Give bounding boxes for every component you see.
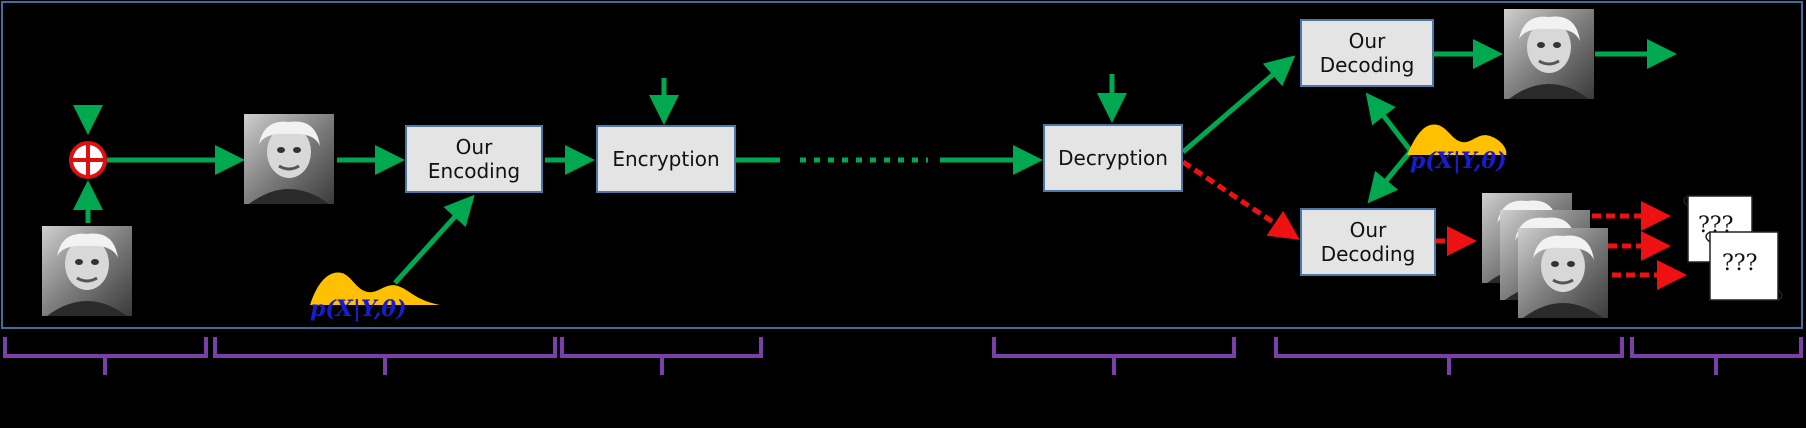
attack-to-decoding-arrow bbox=[1181, 159, 1300, 240]
prior-to-decoding-bottom-arrow bbox=[1367, 150, 1412, 204]
prior-label: p(X|Y,θ) bbox=[310, 296, 407, 322]
decryption-box-label: Decryption bbox=[1058, 146, 1168, 170]
combiner-icon bbox=[69, 141, 107, 179]
brace-1 bbox=[3, 337, 208, 375]
prior-distribution-icon bbox=[1407, 124, 1507, 155]
decryption-box: Decryption bbox=[1043, 124, 1183, 192]
encoding-box: Our Encoding bbox=[405, 125, 543, 193]
unknown-label: ??? bbox=[1722, 251, 1758, 276]
encoding-box-label: Our Encoding bbox=[427, 135, 521, 183]
prior-to-decoding-top-arrow bbox=[1365, 92, 1412, 152]
brace-6 bbox=[1630, 337, 1803, 375]
brace-5 bbox=[1274, 337, 1624, 375]
brace-2 bbox=[213, 337, 557, 375]
prior-distribution-icon bbox=[310, 272, 440, 305]
brace-4 bbox=[992, 337, 1236, 375]
decoding-top-box: Our Decoding bbox=[1300, 19, 1434, 87]
combined-image bbox=[242, 112, 336, 206]
prior-label: p(X|Y,θ) bbox=[1410, 148, 1507, 174]
unknown-label: ??? bbox=[1698, 213, 1734, 238]
decoding-bottom-box: Our Decoding bbox=[1300, 208, 1436, 276]
encryption-box-label: Encryption bbox=[612, 147, 720, 171]
decoding-top-box-label: Our Decoding bbox=[1319, 29, 1415, 77]
encryption-box: Encryption bbox=[596, 125, 736, 193]
stage-braces bbox=[3, 337, 1803, 375]
garbled-image bbox=[1516, 226, 1610, 320]
original-image bbox=[40, 224, 134, 318]
decoding-bottom-box-label: Our Decoding bbox=[1320, 218, 1416, 266]
decryption-to-decoding-top-arrow bbox=[1181, 55, 1296, 154]
prior-to-encoding-arrow bbox=[393, 194, 475, 285]
unknown-document-icon bbox=[1705, 231, 1783, 301]
brace-3 bbox=[560, 337, 763, 375]
decoded-image bbox=[1502, 7, 1596, 101]
pipeline-frame bbox=[1, 1, 1803, 329]
